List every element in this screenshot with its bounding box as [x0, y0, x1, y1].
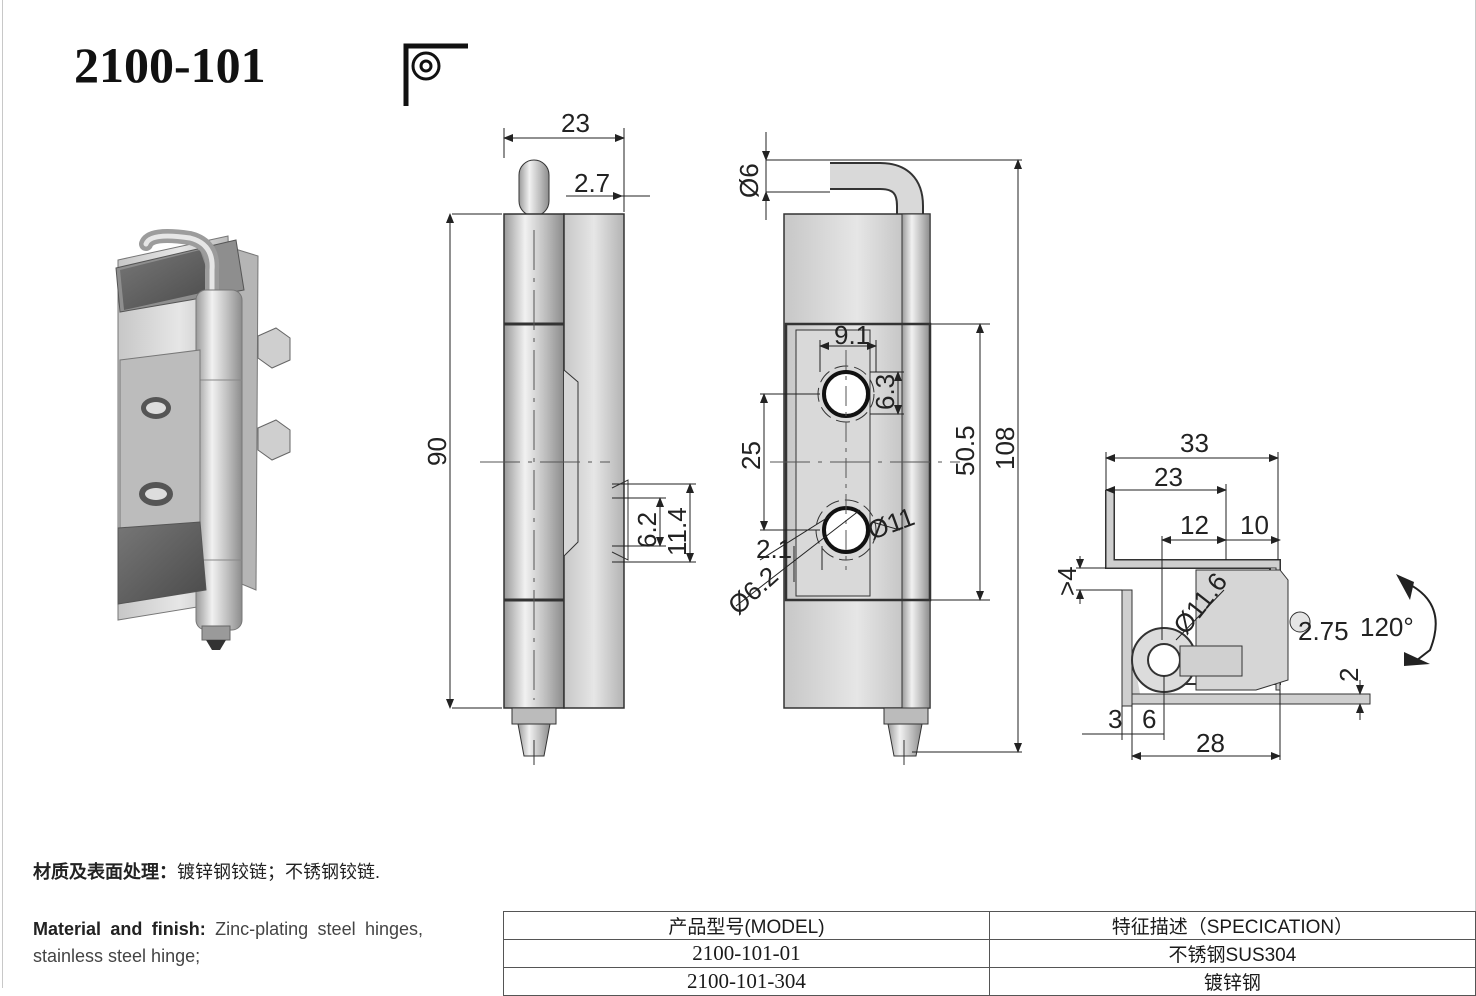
- dim-angle: 120°: [1360, 612, 1414, 642]
- dim-top-b: 10: [1240, 510, 1269, 540]
- table-row: 2100-101-304 镀锌钢: [503, 967, 1476, 996]
- dim-top-gap: >4: [1052, 566, 1082, 596]
- dim-slot-total: 11.4: [662, 507, 692, 556]
- top-view-dimensions: [1076, 452, 1437, 760]
- table-row: 2100-101-01 不锈钢SUS304: [503, 939, 1476, 968]
- dim-pin-gap: 2.75: [1298, 616, 1349, 646]
- table-cell-spec: 不锈钢SUS304: [988, 939, 1476, 968]
- hinge-3d-render: [115, 229, 291, 650]
- dim-t6: 6: [1142, 704, 1156, 734]
- material-cn-label: 材质及表面处理：: [33, 862, 177, 882]
- table-cell-model: 2100-101-01: [503, 939, 990, 968]
- table-header-model: 产品型号(MODEL): [503, 911, 990, 940]
- dim-pin-dia: Ø6: [734, 163, 764, 198]
- material-en: Material and finish: Zinc-plating steel …: [33, 916, 423, 970]
- front-view: [480, 159, 629, 765]
- side-view-dimensions: [735, 132, 1022, 753]
- dim-side-offset: 2.1: [756, 534, 792, 564]
- dim-pitch: 25: [736, 441, 766, 470]
- dim-thickness: 2: [1334, 668, 1364, 682]
- dim-front-width: 23: [561, 108, 590, 138]
- dim-total-h: 108: [990, 427, 1020, 470]
- dim-front-height: 90: [422, 437, 452, 466]
- material-en-label: Material and finish:: [33, 919, 206, 939]
- table-header-row: 产品型号(MODEL) 特征描述（SPECICATION）: [503, 911, 1476, 940]
- model-title: 2100-101: [74, 37, 266, 93]
- dim-hole-spacing: 9.1: [834, 320, 870, 350]
- mount-symbol-icon: [403, 43, 468, 106]
- material-cn-text: 镀锌钢铰链；不锈钢铰链.: [177, 862, 380, 882]
- dim-top-inner-w: 23: [1154, 462, 1183, 492]
- spec-table: 产品型号(MODEL) 特征描述（SPECICATION） 2100-101-0…: [503, 911, 1476, 996]
- dim-leaf-h: 50.5: [950, 425, 980, 476]
- side-view: [770, 162, 960, 765]
- dim-base-w: 28: [1196, 728, 1225, 758]
- material-en-text: Zinc-plating steel hinges, stainless ste…: [33, 919, 423, 966]
- dim-front-offset: 2.7: [574, 168, 610, 198]
- dim-hole-dia: Ø6.2: [722, 560, 784, 620]
- dim-hole-h: 6.3: [870, 374, 900, 410]
- dim-t3: 3: [1108, 704, 1122, 734]
- table-cell-spec: 镀锌钢: [988, 967, 1476, 996]
- dim-slot-h: 6.2: [632, 512, 662, 548]
- dim-top-total-w: 33: [1180, 428, 1209, 458]
- material-cn: 材质及表面处理：镀锌钢铰链；不锈钢铰链.: [33, 858, 380, 884]
- table-header-spec: 特征描述（SPECICATION）: [988, 911, 1476, 940]
- front-view-dimensions: [446, 128, 696, 709]
- dim-top-a: 12: [1180, 510, 1209, 540]
- table-cell-model: 2100-101-304: [503, 967, 990, 996]
- top-view: [1105, 489, 1371, 707]
